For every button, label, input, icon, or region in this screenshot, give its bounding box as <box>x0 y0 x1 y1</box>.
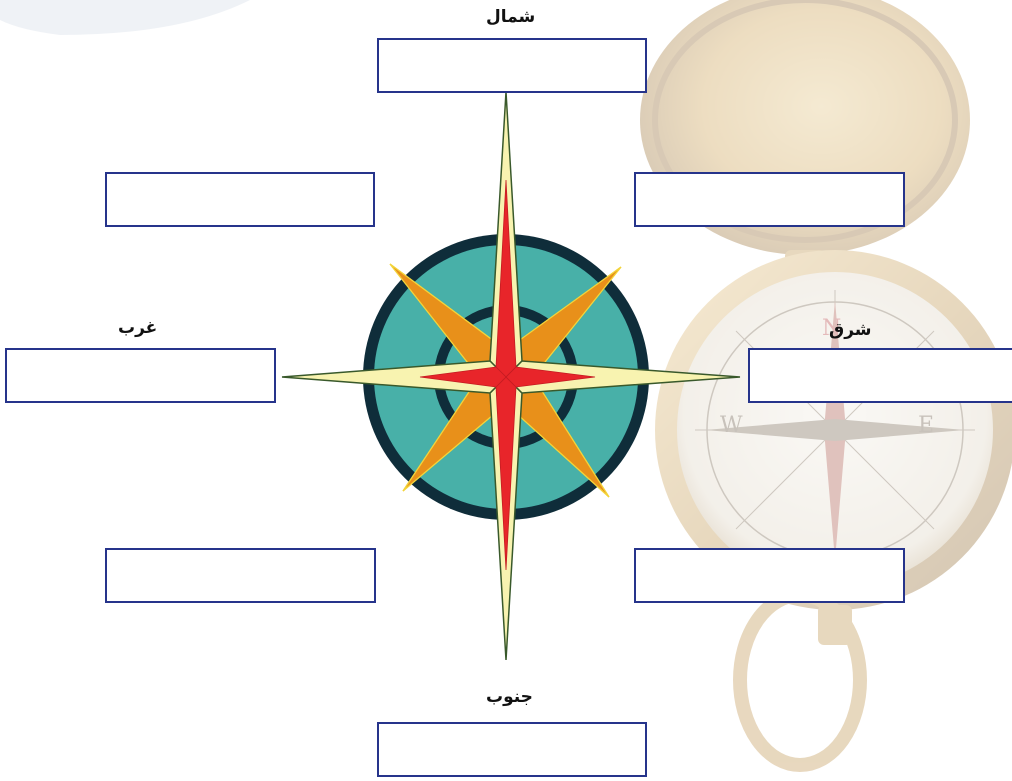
east-answer-box[interactable] <box>748 348 1012 403</box>
south-east-answer-input[interactable] <box>636 550 903 601</box>
north-west-answer-input[interactable] <box>107 174 373 225</box>
north-west-answer-box[interactable] <box>105 172 375 227</box>
west-answer-box[interactable] <box>5 348 276 403</box>
south-east-answer-box[interactable] <box>634 548 905 603</box>
north-east-answer-box[interactable] <box>634 172 905 227</box>
north-answer-box[interactable] <box>377 38 647 93</box>
label-west: غرب <box>118 318 157 338</box>
north-east-answer-input[interactable] <box>636 174 903 225</box>
north-answer-input[interactable] <box>379 40 645 91</box>
label-north: شمال <box>486 7 535 27</box>
label-south: جنوب <box>486 687 533 707</box>
south-west-answer-input[interactable] <box>107 550 374 601</box>
south-west-answer-box[interactable] <box>105 548 376 603</box>
west-answer-input[interactable] <box>7 350 274 401</box>
south-answer-input[interactable] <box>379 724 645 775</box>
east-answer-input[interactable] <box>750 350 1012 401</box>
south-answer-box[interactable] <box>377 722 647 777</box>
label-east: شرق <box>829 320 872 340</box>
